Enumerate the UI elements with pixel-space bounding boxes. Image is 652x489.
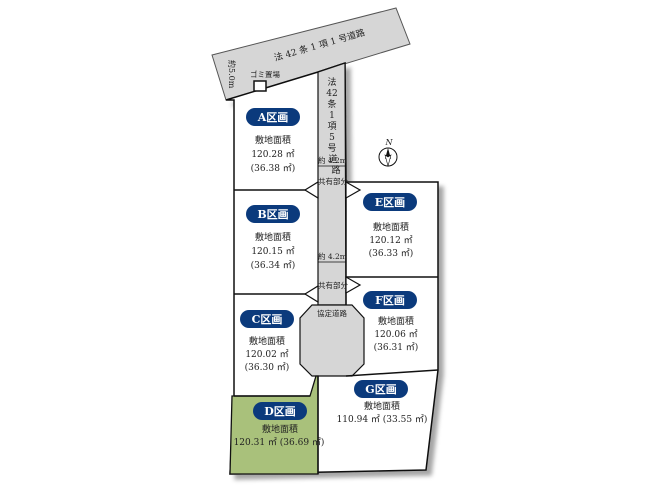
lot-c: C区画 敷地面積 120.02 ㎡ (36.30 ㎡) <box>240 310 294 373</box>
north-compass-icon: N <box>378 138 398 168</box>
lot-b: B区画 敷地面積 120.15 ㎡ (36.34 ㎡) <box>246 205 300 271</box>
lot-d-badge <box>253 402 307 420</box>
svg-text:条: 条 <box>327 98 336 110</box>
svg-text:120.28 ㎡: 120.28 ㎡ <box>251 149 294 160</box>
svg-text:敷地面積: 敷地面積 <box>364 400 400 412</box>
svg-text:敷地面積: 敷地面積 <box>255 134 291 146</box>
private-road-label-char: 道 <box>328 153 337 165</box>
svg-text:敷地面積: 敷地面積 <box>262 423 298 435</box>
svg-text:G区画: G区画 <box>365 383 396 396</box>
lot-g: G区画 敷地面積 110.94 ㎡ (33.55 ㎡) <box>337 380 428 425</box>
main-road <box>211 7 411 101</box>
svg-text:F区画: F区画 <box>375 294 405 307</box>
svg-text:(36.31 ㎡): (36.31 ㎡) <box>374 342 419 353</box>
lot-a: A区画 敷地面積 120.28 ㎡ (36.38 ㎡) <box>246 108 300 174</box>
svg-text:120.12 ㎡: 120.12 ㎡ <box>369 235 412 246</box>
svg-text:(36.30 ㎡): (36.30 ㎡) <box>245 362 290 373</box>
svg-text:敷地面積: 敷地面積 <box>249 335 285 347</box>
svg-text:120.31 ㎡ (36.69 ㎡): 120.31 ㎡ (36.69 ㎡) <box>234 437 325 448</box>
svg-text:D区画: D区画 <box>264 405 296 418</box>
svg-text:N: N <box>385 138 394 147</box>
svg-text:(36.33 ㎡): (36.33 ㎡) <box>369 248 414 259</box>
svg-text:法: 法 <box>327 76 336 88</box>
svg-text:110.94 ㎡ (33.55 ㎡): 110.94 ㎡ (33.55 ㎡) <box>337 414 428 425</box>
main-road-width-label: 約5.0m <box>227 60 237 89</box>
private-road-label: 法 42 条 1 項 5 号 道 道路 <box>326 76 340 176</box>
svg-text:(36.38 ㎡): (36.38 ㎡) <box>251 163 296 174</box>
svg-text:120.06 ㎡: 120.06 ㎡ <box>374 329 417 340</box>
svg-text:C区画: C区画 <box>252 313 283 326</box>
shared-part-lower: 共有部分 <box>318 280 348 290</box>
svg-text:E区画: E区画 <box>375 196 405 209</box>
lot-f: F区画 敷地面積 120.06 ㎡ (36.31 ㎡) <box>363 291 418 353</box>
svg-text:敷地面積: 敷地面積 <box>378 315 414 327</box>
shared-part-upper: 共有部分 <box>318 176 348 186</box>
road-width-upper: 約 4.2m <box>318 155 347 165</box>
svg-text:42: 42 <box>326 89 337 99</box>
road-width-lower: 約 4.2m <box>318 251 347 261</box>
svg-text:120.15 ㎡: 120.15 ㎡ <box>251 246 294 257</box>
svg-text:A区画: A区画 <box>257 111 289 124</box>
private-road-label-char: 路 <box>331 164 340 176</box>
lot-e: E区画 敷地面積 120.12 ㎡ (36.33 ㎡) <box>363 193 417 259</box>
svg-text:5: 5 <box>329 133 335 143</box>
lot-d: D区画 敷地面積 120.31 ㎡ (36.69 ㎡) <box>234 402 325 448</box>
svg-text:項: 項 <box>327 121 336 132</box>
svg-text:120.02 ㎡: 120.02 ㎡ <box>245 349 288 360</box>
lot-e-badge <box>363 193 417 211</box>
road-width-arrows <box>318 165 346 263</box>
svg-text:1: 1 <box>329 111 335 121</box>
garbage-area-box <box>253 80 267 92</box>
lot-b-badge <box>246 205 300 223</box>
lot-f-badge <box>363 291 417 309</box>
svg-text:号: 号 <box>327 143 336 154</box>
lot-g-badge <box>354 380 408 398</box>
lot-a-badge <box>246 108 300 126</box>
svg-text:敷地面積: 敷地面積 <box>255 231 291 243</box>
svg-text:敷地面積: 敷地面積 <box>373 221 409 233</box>
lot-c-badge <box>240 310 294 328</box>
shared-part-notches <box>303 180 362 304</box>
designated-road-label: 協定道路 <box>317 308 347 318</box>
garbage-area-label: ゴミ置場 <box>250 69 280 79</box>
svg-text:B区画: B区画 <box>257 208 288 221</box>
svg-text:(36.34 ㎡): (36.34 ㎡) <box>251 260 296 271</box>
